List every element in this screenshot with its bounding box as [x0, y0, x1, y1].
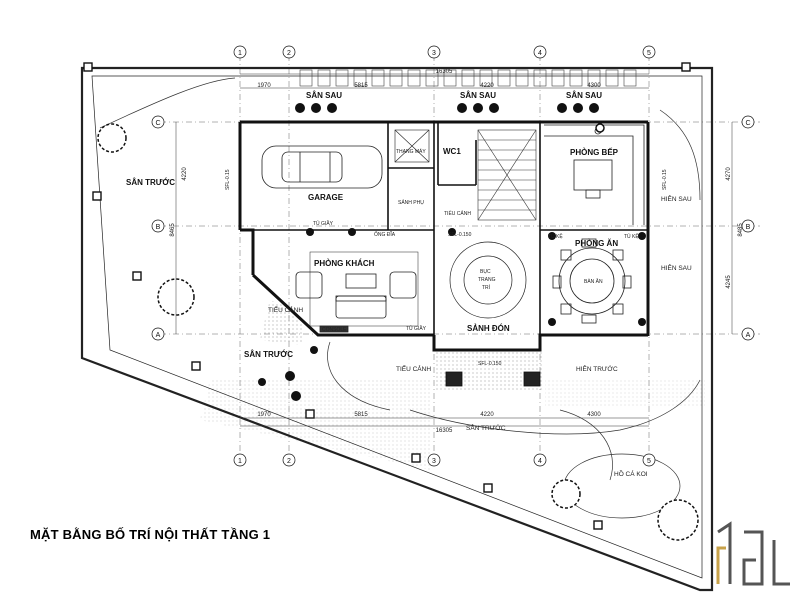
entrance-planters [445, 371, 541, 387]
label-console: CONSOLE [322, 327, 347, 333]
dim-bottom-4: 4300 [587, 412, 601, 418]
grid-col-4-top: 4 [538, 50, 542, 57]
grid-row-a-left: A [156, 332, 161, 339]
grid-row-a-right: A [746, 332, 751, 339]
logo-mark [716, 521, 790, 586]
dim-top-1: 1970 [257, 83, 271, 89]
staircase [477, 129, 537, 221]
dim-left-1: 4220 [182, 167, 188, 181]
plan-title: MẶT BẰNG BỐ TRÍ NỘI THẤT TẦNG 1 [30, 527, 271, 542]
dim-top-2: 5815 [354, 83, 368, 89]
grid-col-2-bottom: 2 [287, 458, 291, 465]
label-tieu-canh-3: TIỂU CẢNH [396, 364, 431, 373]
grid-col-4-bottom: 4 [538, 458, 542, 465]
label-garage: GARAGE [308, 193, 344, 202]
label-ong-dia: ỐNG ĐĨA [374, 231, 396, 238]
label-phong-bep: PHÒNG BẾP [570, 147, 619, 157]
dimension-labels: 16305 1970 5815 4220 4300 1970 5815 4220… [170, 69, 744, 434]
grid-col-5-bottom: 5 [647, 458, 651, 465]
grid-row-b-left: B [156, 224, 161, 231]
dimension-lines [175, 73, 733, 427]
label-san-truoc-bottom: SÂN TRƯỚC [466, 423, 506, 432]
dim-top-3: 4220 [480, 83, 494, 89]
label-sanh-don: SẢNH ĐÓN [467, 324, 510, 333]
label-ban-an: BÀN ĂN [584, 278, 603, 285]
interior-walls [240, 122, 648, 335]
boundary-pillars [83, 62, 691, 530]
label-tu-giay-2: TỦ GIẦY [406, 325, 427, 332]
grid-bubble-labels: 1 2 3 4 5 1 2 3 4 5 C B A C B A [155, 50, 750, 465]
label-phong-khach: PHÒNG KHÁCH [314, 259, 375, 268]
back-fence-panels [299, 69, 637, 87]
label-wc1: WC1 [443, 147, 461, 156]
label-ho-ca-koi: HỒ CÁ KOI [614, 468, 648, 478]
label-san-truoc-left: SÂN TRƯỚC [126, 178, 175, 187]
dining-furniture [552, 238, 632, 324]
exterior-walls [238, 120, 650, 352]
living-room-furniture [295, 251, 419, 333]
dim-bottom-2: 5815 [354, 412, 368, 418]
label-tu-ke-1: TỦ KỆ [548, 232, 563, 240]
label-thang-may: THANG MÁY [396, 148, 426, 155]
label-hien-sau-1: HIÊN SAU [661, 194, 692, 203]
room-labels: SÂN SAU SÂN SAU SÂN SAU SÂN TRƯỚC GARAGE… [126, 91, 619, 359]
grid-col-3-bottom: 3 [432, 458, 436, 465]
label-tieu-canh-2: TIỂU CẢNH [268, 305, 303, 314]
site-boundary [80, 66, 714, 592]
dim-bottom-3: 4220 [480, 412, 494, 418]
trees [97, 123, 699, 541]
label-trang: TRANG [478, 277, 496, 283]
grid-row-b-right: B [746, 224, 751, 231]
label-san-sau-1: SÂN SAU [306, 91, 342, 100]
foyer-decoration [449, 241, 527, 319]
grid-row-c-right: C [745, 120, 750, 127]
label-san-sau-3: SÂN SAU [566, 91, 602, 100]
label-hien-sau-2: HIÊN SAU [661, 263, 692, 272]
label-buc: BỤC [480, 269, 491, 275]
small-labels: THANG MÁY SẢNH PHỤ TIỂU CẢNH HIÊN SAU HI… [225, 148, 692, 478]
grid-col-1-top: 1 [238, 50, 242, 57]
label-san-sau-2: SÂN SAU [460, 91, 496, 100]
label-sfl-3: SFL-0.15 [225, 169, 231, 190]
label-tri: TRÍ [482, 284, 491, 291]
grid-col-5-top: 5 [647, 50, 651, 57]
kitchen-counters [544, 124, 645, 225]
label-phong-an: PHÒNG ĂN [575, 239, 618, 248]
car [261, 145, 383, 189]
label-sfl-2: SFL-0.150 [478, 361, 502, 367]
shrubs [258, 103, 646, 401]
grid-col-1-bottom: 1 [238, 458, 242, 465]
elevator [394, 129, 430, 163]
label-sanh-phu: SẢNH PHỤ [398, 199, 424, 206]
label-tu-giay-1: TỦ GIẦY [313, 220, 334, 227]
label-sfl-4: SFL-0.15 [662, 169, 668, 190]
grid-col-3-top: 3 [432, 50, 436, 57]
label-sfl-1: SFL-0.150 [448, 232, 472, 238]
dim-top-4: 4300 [587, 83, 601, 89]
grid-bubbles [151, 45, 755, 467]
dim-left-2: 8465 [170, 223, 176, 237]
dim-right-3: 4245 [726, 275, 732, 289]
label-san-truoc-mid: SÂN TRƯỚC [244, 350, 293, 359]
dim-right-2: 8485 [738, 223, 744, 237]
grid-col-2-top: 2 [287, 50, 291, 57]
dim-right-1: 4270 [726, 167, 732, 181]
garden-curves [99, 77, 701, 519]
label-hien-truoc: HIÊN TRƯỚC [576, 364, 618, 373]
dim-total-top: 16305 [436, 69, 453, 75]
dim-bottom-1: 1970 [257, 412, 271, 418]
label-tieu-canh-1: TIỂU CẢNH [444, 210, 471, 217]
label-tu-ke-2: TỦ KỆ [624, 232, 639, 240]
dim-total-bottom: 16305 [436, 428, 453, 434]
grid-row-c-left: C [155, 120, 160, 127]
